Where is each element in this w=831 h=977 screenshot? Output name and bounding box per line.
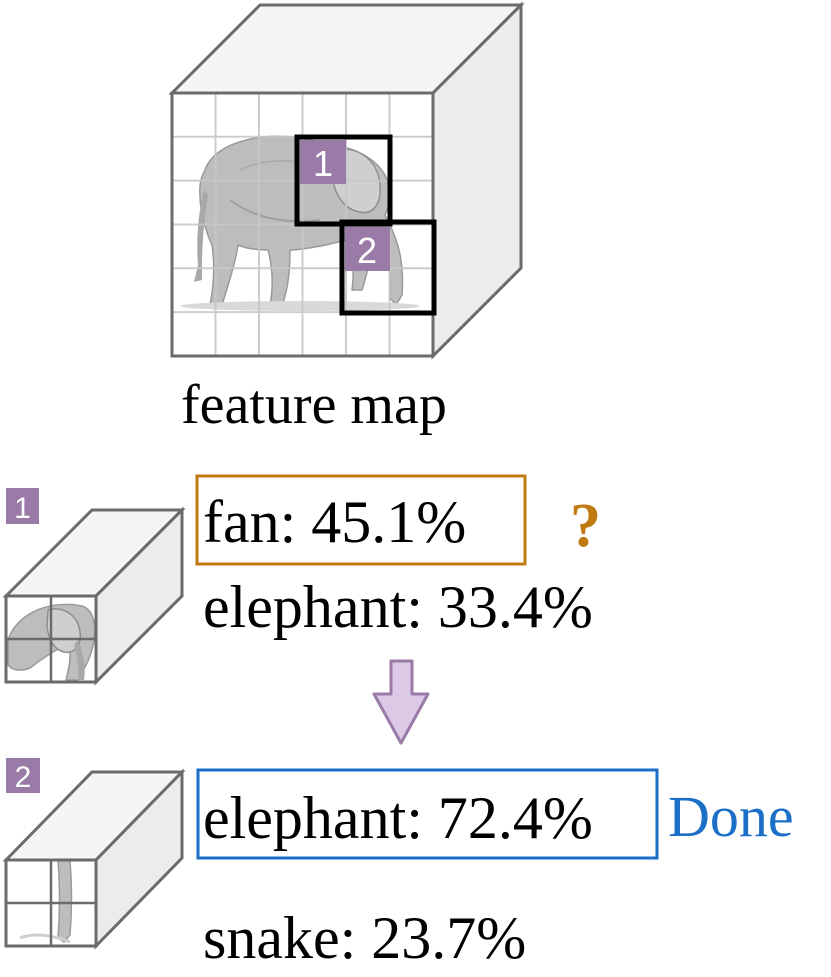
region-1-badge: [300, 140, 346, 184]
region-1-prism: [2, 506, 186, 686]
region-2-done-label: Done: [668, 784, 794, 849]
region-2-badge-label: 2: [357, 230, 377, 271]
region-2-prism: [2, 768, 186, 950]
region-1-top-prediction-box: [195, 474, 527, 566]
region-1-side-badge-label: 1: [14, 492, 31, 525]
region-1-window: 1: [294, 134, 393, 227]
feature-map-caption: feature map: [181, 374, 447, 436]
region-2-thumbnail-image: [19, 859, 73, 944]
region-2-badge: [345, 227, 390, 271]
region-1-top-prediction: fan: 45.1%: [203, 489, 466, 555]
region-2-top-prediction-box: [196, 768, 659, 860]
region-1-proposal: 1 fan: 45.1% ? elephant: 33.4%: [2, 474, 601, 686]
region-2-top-prediction: elephant: 72.4%: [203, 785, 593, 851]
region-2-side-badge: [6, 758, 40, 793]
region-1-badge-label: 1: [313, 143, 333, 184]
region-2-second-prediction: snake: 23.7%: [203, 905, 526, 971]
region-2-side-badge-label: 2: [15, 761, 32, 794]
region-1-side-badge: [6, 488, 39, 524]
region-2-proposal: 2 elephant: 72.4% Done snake: 23.7%: [2, 758, 794, 971]
down-arrow-icon: [372, 659, 430, 745]
region-1-uncertain-mark: ?: [570, 492, 601, 560]
feature-map-cube: 1 2: [168, 1, 525, 360]
region-1-second-prediction: elephant: 33.4%: [203, 574, 593, 640]
region-2-window: 2: [339, 219, 437, 316]
